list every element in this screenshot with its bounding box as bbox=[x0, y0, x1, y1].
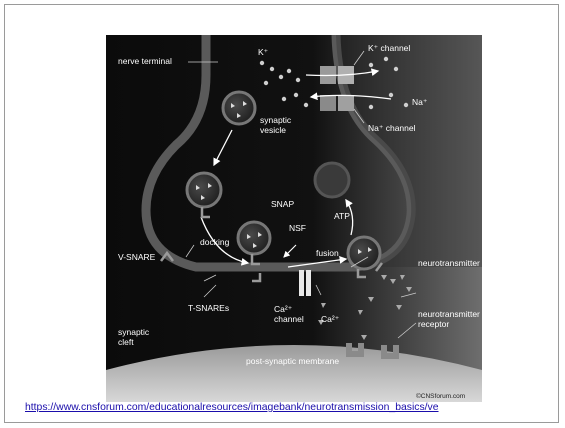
vesicle-empty bbox=[315, 163, 349, 197]
label-atp: ATP bbox=[334, 211, 350, 221]
label-ca-channel-1: Ca²⁺ bbox=[274, 304, 293, 314]
label-synaptic-cleft-2: cleft bbox=[118, 337, 134, 347]
label-nerve-terminal: nerve terminal bbox=[118, 56, 172, 66]
label-synaptic-vesicle-1: synaptic bbox=[260, 115, 292, 125]
label-k-channel: K⁺ channel bbox=[368, 43, 410, 53]
label-snap: SNAP bbox=[271, 199, 294, 209]
label-na-ion: Na⁺ bbox=[412, 97, 428, 107]
label-t-snares: T-SNAREs bbox=[188, 303, 229, 313]
synapse-diagram: nerve terminal K⁺ K⁺ channel Na⁺ Na⁺ cha… bbox=[106, 35, 482, 402]
label-nt-receptor-2: receptor bbox=[418, 319, 449, 329]
vesicle-docking bbox=[238, 222, 270, 254]
synapse-figure: nerve terminal K⁺ K⁺ channel Na⁺ Na⁺ cha… bbox=[106, 35, 482, 402]
label-post-synaptic: post-synaptic membrane bbox=[246, 356, 339, 366]
label-v-snare: V-SNARE bbox=[118, 252, 156, 262]
source-link[interactable]: https://www.cnsforum.com/educationalreso… bbox=[25, 402, 559, 413]
vesicle-1 bbox=[223, 92, 255, 124]
label-k-ion: K⁺ bbox=[258, 47, 269, 57]
vesicle-2 bbox=[187, 173, 221, 207]
label-synaptic-vesicle-2: vesicle bbox=[260, 125, 286, 135]
label-fusion: fusion bbox=[316, 248, 339, 258]
label-docking: docking bbox=[200, 237, 230, 247]
label-ca-ion: Ca²⁺ bbox=[321, 314, 340, 324]
label-na-channel: Na⁺ channel bbox=[368, 123, 416, 133]
label-synaptic-cleft-1: synaptic bbox=[118, 327, 150, 337]
label-nsf: NSF bbox=[289, 223, 306, 233]
label-nt-receptor-1: neurotransmitter bbox=[418, 309, 480, 319]
vesicle-fusion bbox=[348, 237, 380, 269]
label-ca-channel-2: channel bbox=[274, 314, 304, 324]
label-neurotransmitter: neurotransmitter bbox=[418, 258, 480, 268]
label-copyright: ©CNSforum.com bbox=[416, 392, 465, 400]
